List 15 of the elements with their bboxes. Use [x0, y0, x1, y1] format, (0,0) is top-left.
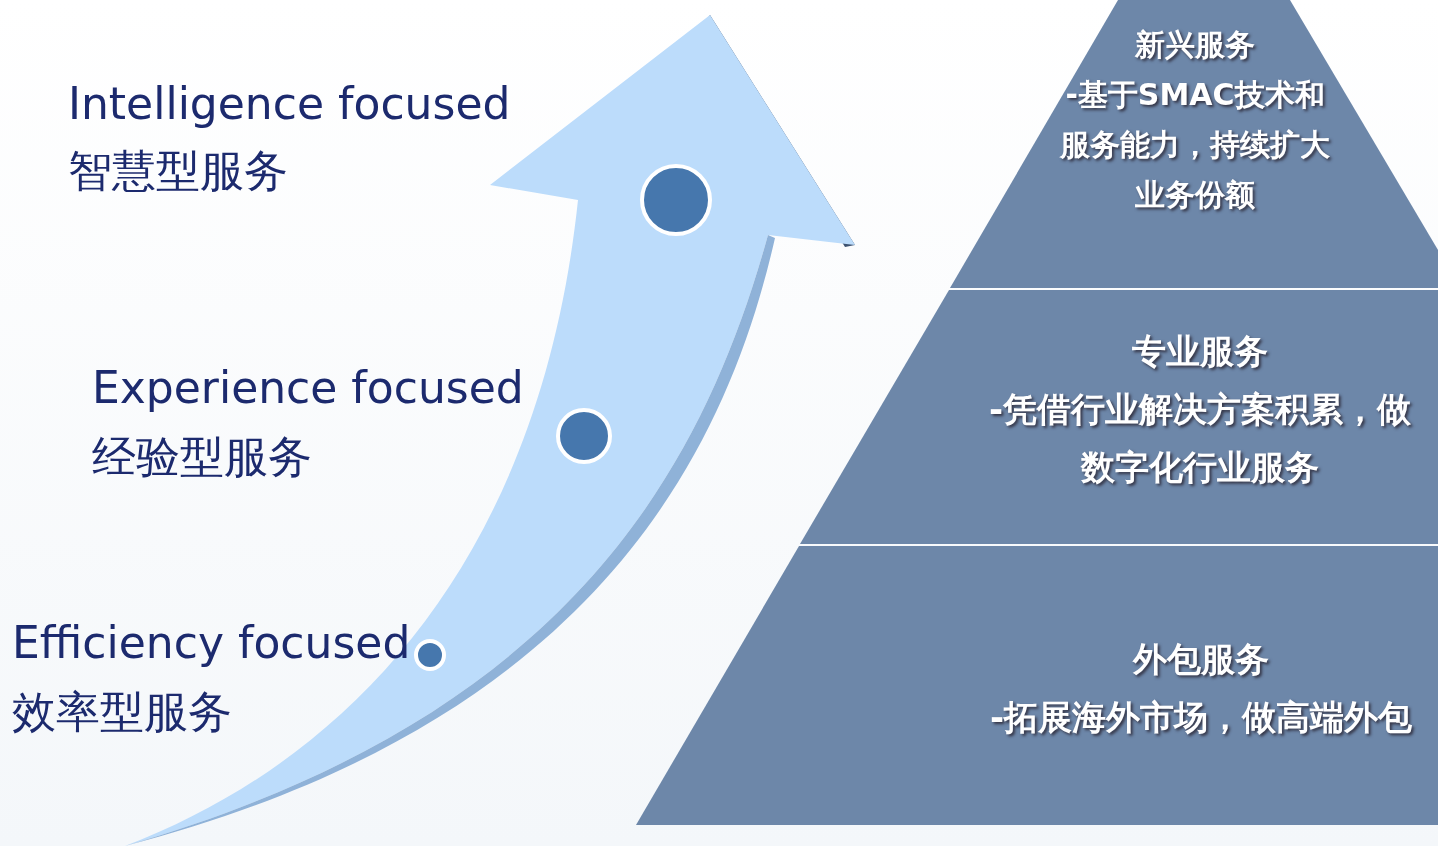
- level-label-chinese: 效率型服务: [12, 685, 232, 739]
- pyramid-tier: [950, 0, 1438, 288]
- level-label: Intelligence focused: [68, 78, 511, 129]
- level-label-chinese: 智慧型服务: [68, 144, 288, 198]
- pyramid-tier: [800, 290, 1438, 544]
- tier-heading: 外包服务: [1131, 638, 1270, 681]
- tier-description: -拓展海外市场，做高端外包: [988, 696, 1414, 739]
- tier-description: -凭借行业解决方案积累，做数字化行业服务: [987, 388, 1413, 489]
- level-label: Experience focused: [92, 362, 524, 413]
- pyramid-tier: [636, 546, 1438, 825]
- tier-description: -基于SMAC技术和服务能力，持续扩大业务份额: [1060, 76, 1330, 214]
- tier-heading: 新兴服务: [1134, 26, 1256, 64]
- level-label-chinese: 经验型服务: [92, 430, 312, 484]
- level-label: Efficiency focused: [12, 617, 411, 668]
- tier-heading: 专业服务: [1131, 330, 1269, 373]
